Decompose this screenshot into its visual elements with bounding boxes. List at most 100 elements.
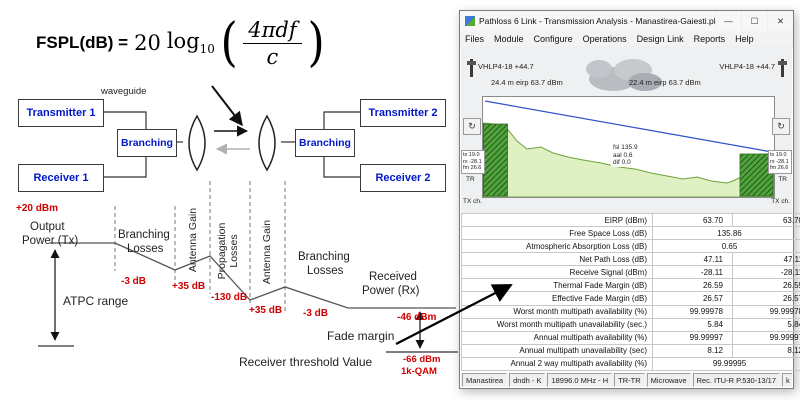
- window-controls: — ☐ ✕: [715, 11, 793, 31]
- path-loss-overlay: fsl 135.9 aal 0.6 dif 0.0: [611, 144, 640, 167]
- antenna-mast-right-icon: [778, 59, 787, 77]
- fade-margin-label: Fade margin: [327, 329, 395, 343]
- menu-configure[interactable]: Configure: [533, 33, 573, 44]
- rotate-left-button[interactable]: ↻: [463, 118, 481, 135]
- table-row: Worst month multipath availability (%) 9…: [461, 304, 800, 319]
- propagation-loss-value: -130 dB: [211, 292, 248, 303]
- status-overflow[interactable]: k: [782, 373, 792, 387]
- branching-losses2-label-1: Branching: [298, 251, 350, 263]
- window-title: Pathloss 6 Link - Transmission Analysis …: [479, 16, 715, 26]
- close-button[interactable]: ✕: [767, 11, 793, 31]
- threshold-label: Receiver threshold Value: [239, 355, 373, 369]
- tx-power-value: +20 dBm: [16, 203, 58, 214]
- formula-close-paren: ): [307, 13, 325, 73]
- waveguide-label: waveguide: [101, 86, 147, 97]
- app-icon: [465, 16, 475, 26]
- right-tx-value: tx 19.0: [770, 152, 787, 158]
- row-label: Annual multipath unavailability (sec): [461, 343, 653, 358]
- row-label: Worst month multipath availability (%): [461, 304, 653, 319]
- threshold-modulation: 1k-QAM: [401, 366, 437, 377]
- minimize-button[interactable]: —: [715, 11, 741, 31]
- menu-design-link[interactable]: Design Link: [636, 33, 684, 44]
- table-row: Free Space Loss (dB) 135.86: [461, 226, 800, 241]
- cloud-graphic: [586, 59, 662, 91]
- status-recommendation[interactable]: Rec. ITU-R P.530-13/17: [692, 373, 780, 387]
- propagation-losses-label: Propagation Losses: [215, 209, 241, 293]
- antenna-gain1-value: +35 dB: [172, 281, 206, 292]
- table-row-thermal-fade-margin: Thermal Fade Margin (dB) 26.59 26.59: [461, 278, 800, 293]
- row-label: Atmospheric Absorption Loss (dB): [461, 239, 653, 254]
- row-label: Net Path Loss (dB): [461, 252, 653, 267]
- row-label: Receive Signal (dBm): [461, 265, 653, 280]
- status-site-name[interactable]: Manastirea: [462, 373, 508, 387]
- menu-reports[interactable]: Reports: [693, 33, 726, 44]
- right-site-block: [739, 153, 774, 197]
- line-of-sight: [484, 100, 773, 153]
- menu-bar: Files Module Configure Operations Design…: [460, 31, 793, 47]
- row-value-left: 99.99997: [652, 330, 733, 345]
- antenna-lens-left-icon: [188, 114, 206, 172]
- menu-operations[interactable]: Operations: [582, 33, 627, 44]
- transmitter2-box: Transmitter 2: [360, 99, 446, 127]
- row-value-merged: 0.65: [652, 239, 800, 254]
- table-row: Receive Signal (dBm) -28.11 -28.11: [461, 265, 800, 280]
- row-value-merged: 99.99995: [652, 356, 800, 372]
- analysis-table-area: EIRP (dBm) 63.70 63.70 Free Space Loss (…: [461, 212, 800, 372]
- menu-module[interactable]: Module: [494, 33, 524, 44]
- rotate-right-button[interactable]: ↻: [772, 118, 790, 135]
- antenna-lens-right-icon: [258, 114, 276, 172]
- row-value-right: 63.70: [732, 212, 800, 228]
- menu-files[interactable]: Files: [465, 33, 485, 44]
- power-level-line: [50, 242, 456, 309]
- branching-loss2-value: -3 dB: [303, 308, 328, 319]
- left-rx-value: rx -28.1: [463, 158, 482, 165]
- row-label: Free Space Loss (dB): [461, 226, 653, 241]
- eirp-left-label: 24.4 m eirp 63.7 dBm: [491, 78, 563, 87]
- row-value-merged: 135.86: [652, 226, 800, 241]
- branching-losses2-label-2: Losses: [307, 265, 344, 277]
- eirp-right-label: 22.4 m eirp 63.7 dBm: [629, 78, 701, 87]
- output-power-label-1: Output: [30, 221, 65, 233]
- left-radio-info-box: tx 19.0 rx -28.1 fm 26.6: [461, 150, 485, 174]
- title-bar[interactable]: Pathloss 6 Link - Transmission Analysis …: [460, 11, 793, 32]
- row-value-right: 99.99997: [732, 330, 800, 345]
- right-fm-value: fm 26.6: [770, 165, 789, 171]
- propagation-line2: Losses: [228, 234, 240, 268]
- status-config[interactable]: TR-TR: [614, 373, 645, 387]
- right-rx-value: rx -28.1: [770, 158, 789, 165]
- table-row: Annual multipath availability (%) 99.999…: [461, 330, 800, 345]
- table-row: Net Path Loss (dB) 47.11 47.11: [461, 252, 800, 267]
- row-label: Annual multipath availability (%): [461, 330, 653, 345]
- table-row: Worst month multipath unavailability (se…: [461, 317, 800, 332]
- row-value-right: 26.57: [732, 291, 800, 306]
- row-label: Thermal Fade Margin (dB): [461, 278, 653, 293]
- transmission-analysis-table: EIRP (dBm) 63.70 63.70 Free Space Loss (…: [461, 212, 800, 372]
- terrain-profile-chart: [482, 96, 775, 198]
- antenna-right-label: VHLP4-18 +44.7: [719, 62, 775, 71]
- table-row: Annual 2 way multipath availability (%) …: [461, 356, 800, 372]
- maximize-button[interactable]: ☐: [741, 11, 767, 31]
- menu-help[interactable]: Help: [735, 33, 754, 44]
- antenna-gain2-label: Antenna Gain: [261, 219, 273, 285]
- dif-value: dif 0.0: [613, 159, 631, 166]
- formula-denominator: c: [266, 44, 279, 69]
- branching-right-box: Branching: [295, 129, 355, 157]
- status-radio-type[interactable]: Microwave: [646, 373, 691, 387]
- fsl-value: fsl 135.9: [613, 144, 638, 151]
- threshold-value: -66 dBm: [403, 354, 441, 365]
- profile-panel: VHLP4-18 +44.7 VHLP4-18 +44.7 24.4 m eir…: [461, 46, 792, 213]
- branching-left-box: Branching: [117, 129, 177, 157]
- antenna-left-label: VHLP4-18 +44.7: [478, 62, 534, 71]
- antenna-mast-left-icon: [467, 59, 476, 77]
- pathloss-window: Pathloss 6 Link - Transmission Analysis …: [459, 10, 800, 389]
- row-label: EIRP (dBm): [461, 212, 653, 228]
- status-climate[interactable]: dndh - K: [509, 373, 546, 387]
- formula-lhs: FSPL(dB) =: [36, 33, 129, 52]
- status-frequency[interactable]: 18996.0 MHz - H: [547, 373, 613, 387]
- branching-loss1-value: -3 dB: [121, 276, 146, 287]
- row-value-right: 8.12: [732, 343, 800, 358]
- table-row: Annual multipath unavailability (sec) 8.…: [461, 343, 800, 358]
- table-row: Effective Fade Margin (dB) 26.57 26.57: [461, 291, 800, 306]
- row-value-right: 99.99978: [732, 304, 800, 319]
